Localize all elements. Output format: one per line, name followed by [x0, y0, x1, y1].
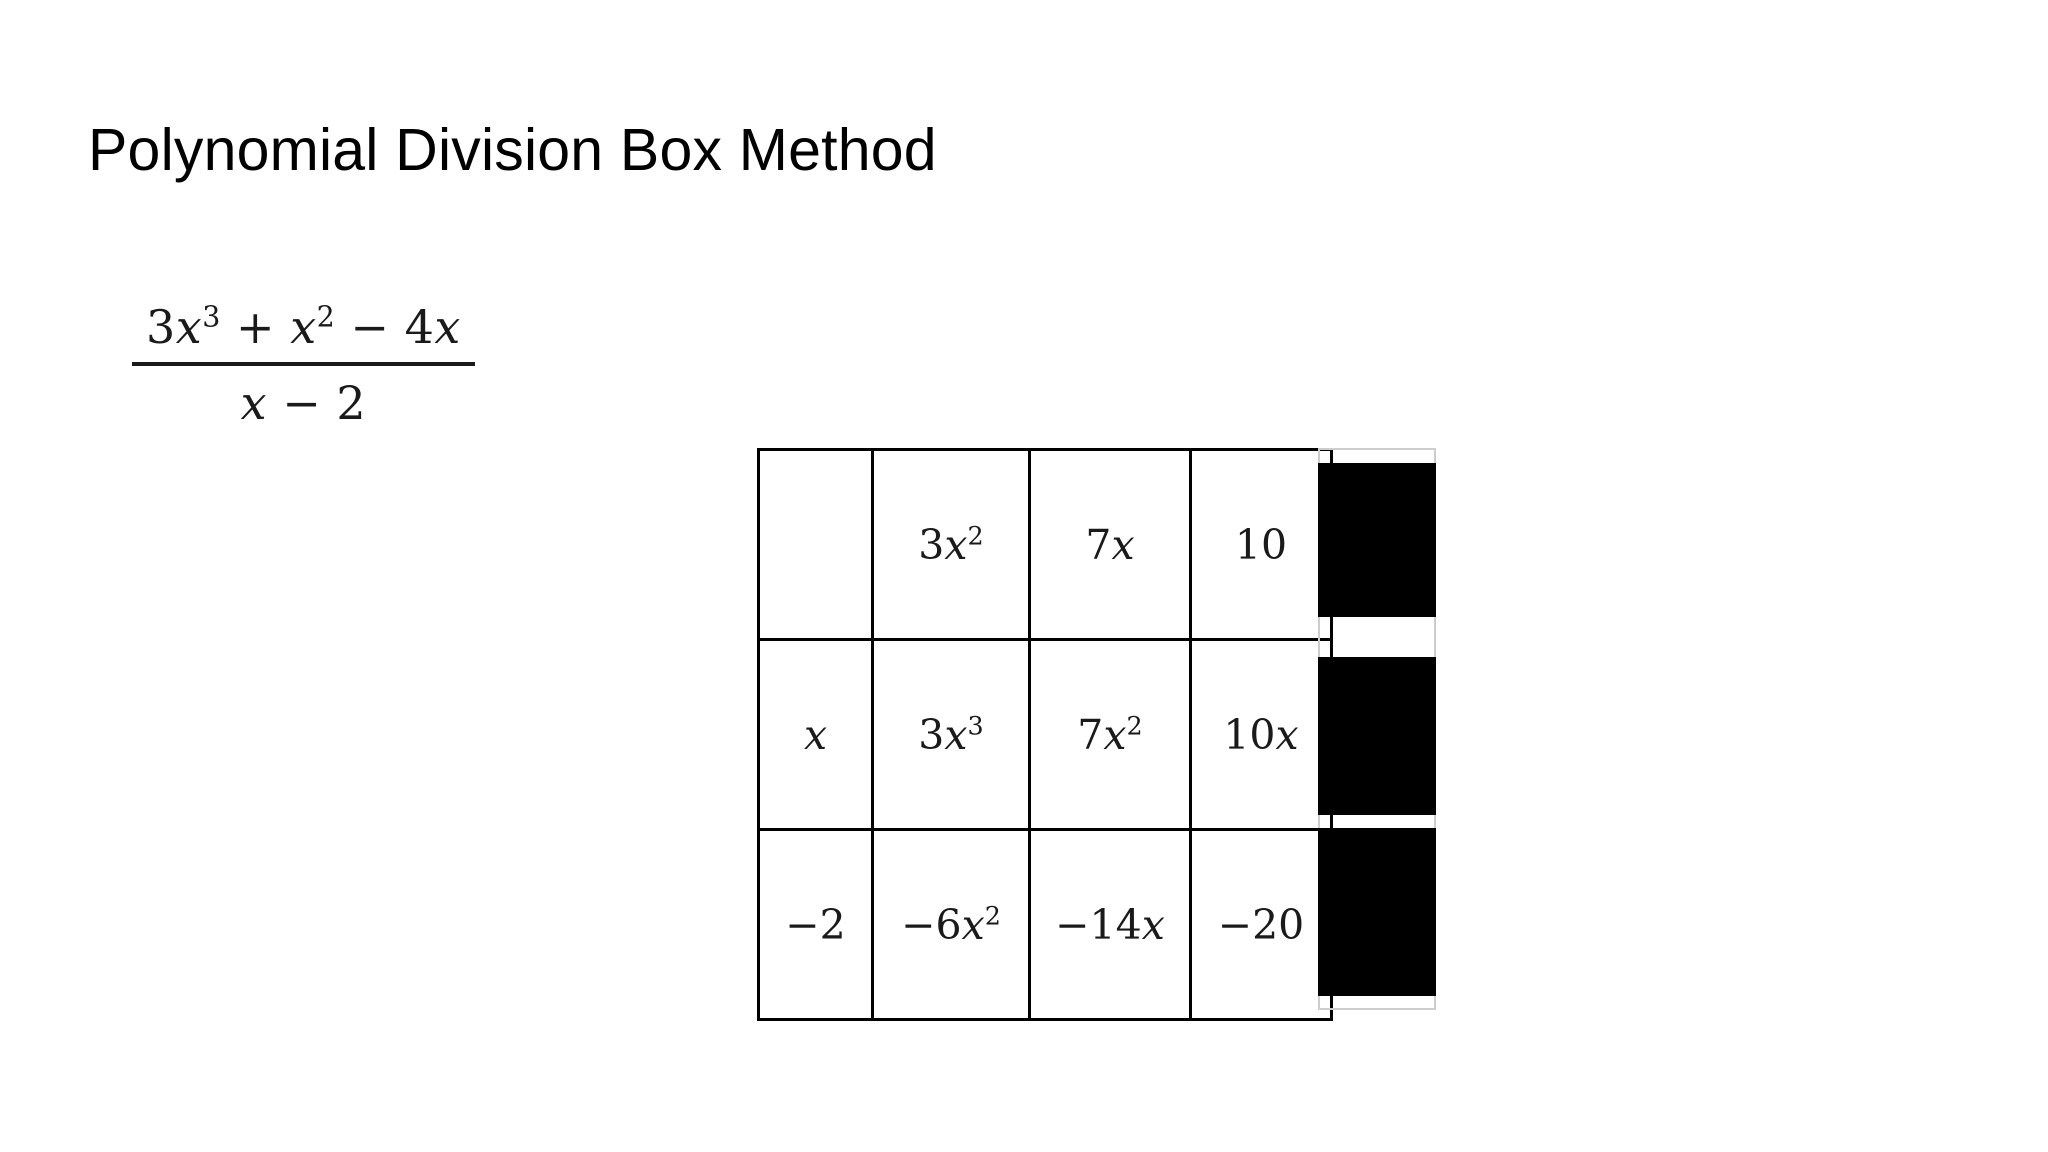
box-cell-r2c1-exponent: 2 — [984, 899, 1001, 930]
box-cell-r1c2-exponent: 2 — [1126, 709, 1143, 740]
numerator-term-1-coefficient: 3 — [146, 300, 176, 354]
box-cell-r1c2-variable: x — [1103, 710, 1127, 759]
redaction-block-3 — [1318, 828, 1436, 996]
box-cell-r0c1[interactable]: 3x2 — [871, 448, 1031, 641]
box-cell-r2c0-coefficient: −2 — [785, 900, 846, 949]
fraction-bar — [132, 362, 475, 366]
redaction-block-1 — [1318, 463, 1436, 617]
numerator-term-3-variable: x — [434, 300, 461, 354]
box-cell-r0c1-exponent: 2 — [967, 519, 984, 550]
box-cell-r0c1-coefficient: 3 — [918, 520, 945, 569]
numerator-term-1-variable: x — [175, 300, 203, 354]
polynomial-division-box: 3x2 7x 10 x 3x3 7x2 10x — [757, 448, 1333, 1021]
redacted-answer-column — [1318, 448, 1436, 1010]
box-cell-r2c0[interactable]: −2 — [757, 828, 874, 1021]
box-cell-r2c1-coefficient: −6 — [901, 900, 962, 949]
table-row: 3x2 7x 10 — [757, 448, 1333, 641]
box-cell-r0c2-coefficient: 7 — [1085, 520, 1112, 569]
box-cell-r0c1-variable: x — [944, 520, 968, 569]
box-cell-r1c3-variable: x — [1275, 710, 1299, 759]
box-cell-r1c1-exponent: 3 — [967, 709, 984, 740]
box-cell-r1c1[interactable]: 3x3 — [871, 638, 1031, 831]
box-cell-r0c2[interactable]: 7x — [1028, 448, 1192, 641]
numerator-operator-1: + — [236, 300, 276, 354]
box-cell-r1c0[interactable]: x — [757, 638, 874, 831]
box-cell-r2c1[interactable]: −6x2 — [871, 828, 1031, 1021]
table-row: −2 −6x2 −14x −20 — [757, 828, 1333, 1021]
page-title: Polynomial Division Box Method — [88, 117, 937, 183]
numerator-term-2-variable: x — [290, 300, 317, 354]
fraction-denominator: x − 2 — [132, 370, 475, 430]
box-cell-r2c2-variable: x — [1141, 900, 1165, 949]
numerator-term-3-coefficient: 4 — [404, 300, 435, 354]
box-cell-r2c3-coefficient: −20 — [1217, 900, 1305, 949]
denominator-constant: 2 — [336, 376, 367, 430]
denominator-variable: x — [240, 376, 268, 430]
box-cell-r2c1-variable: x — [961, 900, 985, 949]
box-cell-r0c3[interactable]: 10 — [1189, 448, 1333, 641]
box-cell-r0c0[interactable] — [757, 448, 874, 641]
box-cell-r2c2-coefficient: −14 — [1055, 900, 1142, 949]
numerator-operator-2: − — [350, 300, 390, 354]
box-cell-r1c1-coefficient: 3 — [918, 710, 945, 759]
box-cell-r1c1-variable: x — [944, 710, 968, 759]
box-cell-r1c3[interactable]: 10x — [1189, 638, 1333, 831]
box-cell-r1c2-coefficient: 7 — [1077, 710, 1104, 759]
division-expression: 3x3 + x2 − 4x x − 2 — [132, 300, 475, 430]
table-row: x 3x3 7x2 10x — [757, 638, 1333, 831]
box-cell-r1c3-coefficient: 10 — [1223, 710, 1276, 759]
numerator-term-2-exponent: 2 — [316, 300, 336, 334]
numerator-term-1-exponent: 3 — [202, 300, 221, 334]
denominator-operator: − — [282, 376, 322, 430]
fraction-numerator: 3x3 + x2 − 4x — [132, 300, 475, 360]
box-cell-r1c2[interactable]: 7x2 — [1028, 638, 1192, 831]
box-cell-r0c3-coefficient: 10 — [1234, 520, 1288, 569]
box-cell-r2c3[interactable]: −20 — [1189, 828, 1333, 1021]
box-cell-r1c0-variable: x — [803, 710, 828, 759]
redaction-block-2 — [1318, 657, 1436, 815]
box-cell-r2c2[interactable]: −14x — [1028, 828, 1192, 1021]
box-cell-r0c2-variable: x — [1111, 520, 1135, 569]
